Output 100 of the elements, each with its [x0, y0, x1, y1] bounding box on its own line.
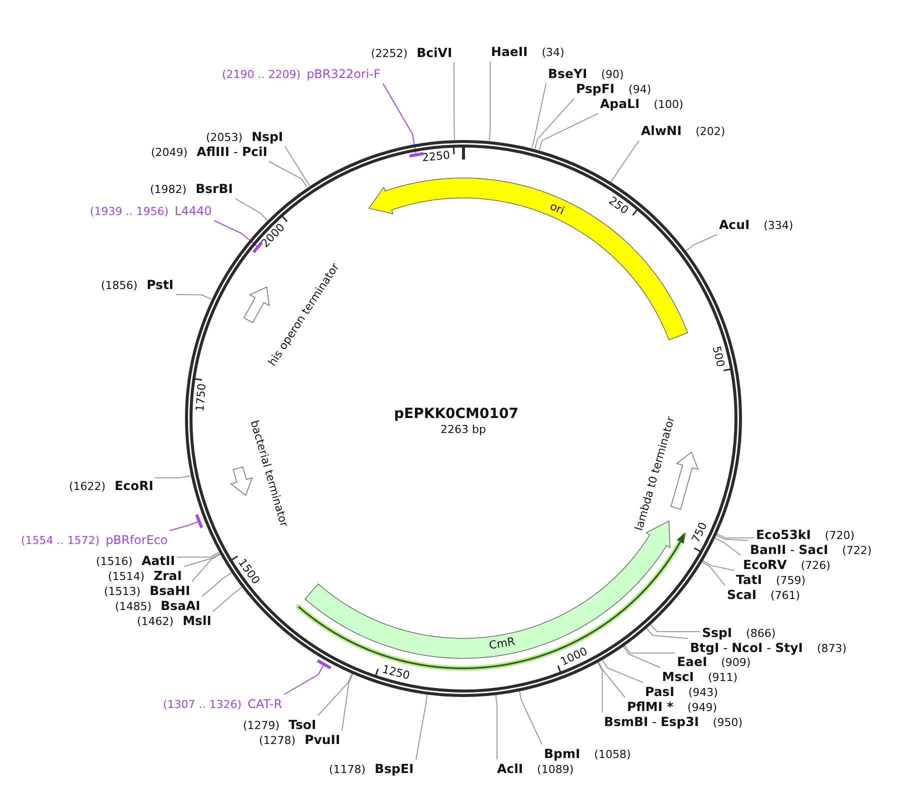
leader-line [624, 644, 676, 654]
leader-line [701, 561, 726, 586]
tick-label: 2250 [422, 149, 451, 164]
enzyme-name: BspEI [374, 762, 414, 776]
enzyme-name: AlwNI [641, 124, 682, 138]
site-position: (1279) [243, 718, 280, 732]
site-position: (1516) [96, 554, 133, 568]
site-position: (759) [776, 574, 806, 588]
primer-mark [195, 512, 204, 530]
leader-line [685, 234, 718, 252]
site-position: (100) [654, 98, 684, 112]
enzyme-name: BseYI [548, 66, 588, 80]
enzyme-name: TsoI [288, 718, 316, 732]
leader-line [416, 694, 428, 760]
tick-label: 1750 [194, 382, 208, 412]
enzyme-name: BsaAI [160, 598, 200, 612]
enzyme-name: BsrBI [196, 182, 233, 196]
enzyme-name: AcuI [719, 218, 750, 232]
primer-range: (1307 .. 1326) [163, 698, 242, 712]
leader-line [382, 83, 416, 154]
leader-line [176, 552, 220, 558]
leader-line [598, 661, 626, 698]
enzyme-name: AatII [142, 554, 175, 568]
primer-mark [408, 152, 425, 158]
enzyme-name: BpmI [544, 746, 580, 760]
enzyme-name: NspI [252, 130, 284, 144]
leader-line [714, 537, 742, 556]
leader-line [646, 627, 688, 639]
tick-label: 1000 [559, 645, 590, 668]
site-position: (334) [764, 218, 794, 232]
leader-line [202, 572, 232, 597]
site-position: (1856) [101, 278, 138, 292]
leader-line [454, 62, 455, 140]
enzyme-name: PflMI * [627, 700, 674, 714]
site-position: (949) [687, 700, 717, 714]
site-position: (866) [746, 626, 776, 640]
enzyme-name: PstI [146, 278, 174, 292]
primer-range: (1939 .. 1956) [90, 204, 169, 218]
site-position: (2049) [151, 146, 188, 160]
site-position: (761) [770, 588, 800, 602]
leader-line [610, 140, 640, 183]
site-position: (722) [842, 544, 872, 558]
primer-name: L4440 [174, 204, 212, 218]
site-position: (950) [712, 716, 743, 730]
site-position: (1514) [108, 570, 145, 584]
site-position: (911) [708, 670, 738, 684]
enzyme-name: BtgI - NcoI - StyI [690, 640, 803, 654]
site-position: (720) [824, 528, 854, 542]
leader-line [284, 665, 324, 695]
leader-line [214, 220, 258, 247]
leader-line [596, 661, 603, 713]
primer-name: pBR322ori-F [306, 66, 380, 80]
leader-line [715, 534, 748, 541]
site-position: (909) [721, 656, 751, 670]
site-position: (1278) [259, 734, 296, 748]
site-position: (34) [542, 46, 564, 60]
leader-line [192, 554, 221, 582]
site-position: (1058) [594, 748, 631, 762]
leader-line [342, 673, 354, 731]
site-position: (90) [601, 68, 624, 82]
enzyme-name: TatI [736, 572, 762, 586]
leader-line [602, 658, 644, 683]
leader-line [176, 294, 212, 300]
leader-line [154, 475, 192, 478]
enzyme-name: BciVI [416, 46, 452, 60]
enzyme-name: EcoRV [743, 558, 787, 572]
leader-line [531, 83, 546, 149]
leader-line [284, 146, 310, 186]
enzyme-name: PasI [645, 684, 674, 698]
enzyme-name: EaeI [677, 654, 708, 668]
site-position: (2252) [371, 46, 408, 60]
site-position: (1462) [137, 614, 174, 628]
leader-line [716, 533, 754, 538]
leader-line [234, 198, 268, 221]
site-position: (943) [688, 686, 718, 700]
leader-line [488, 61, 491, 142]
site-position: (873) [816, 642, 847, 656]
enzyme-name: EcoRI [114, 478, 154, 492]
primer-range: (1554 .. 1572) [21, 534, 100, 548]
site-position: (1622) [69, 480, 106, 494]
enzyme-name: AclI [497, 762, 524, 776]
enzyme-name: PspFI [576, 82, 615, 96]
site-position: (2053) [206, 130, 243, 144]
site-position: (94) [628, 82, 652, 96]
leader-line [184, 553, 220, 567]
plasmid-name: pEPKK0CM0107 [394, 406, 518, 422]
site-position: (1089) [537, 762, 574, 776]
leader-line [622, 645, 660, 668]
leader-line [212, 586, 242, 612]
primer-name: pBRforEco [106, 532, 168, 546]
site-position: (1982) [150, 182, 187, 196]
leader-line [518, 690, 542, 745]
primer-range: (2190 .. 2209) [222, 68, 301, 82]
leader-line [534, 98, 574, 150]
enzyme-name: ApaLI [600, 96, 640, 110]
site-position: (726) [800, 558, 830, 572]
enzyme-name: AflIII - PciI [196, 144, 268, 158]
site-position: (1513) [104, 584, 141, 598]
enzyme-name: BsmBI - Esp3I [604, 714, 699, 728]
leader-line [318, 672, 353, 716]
